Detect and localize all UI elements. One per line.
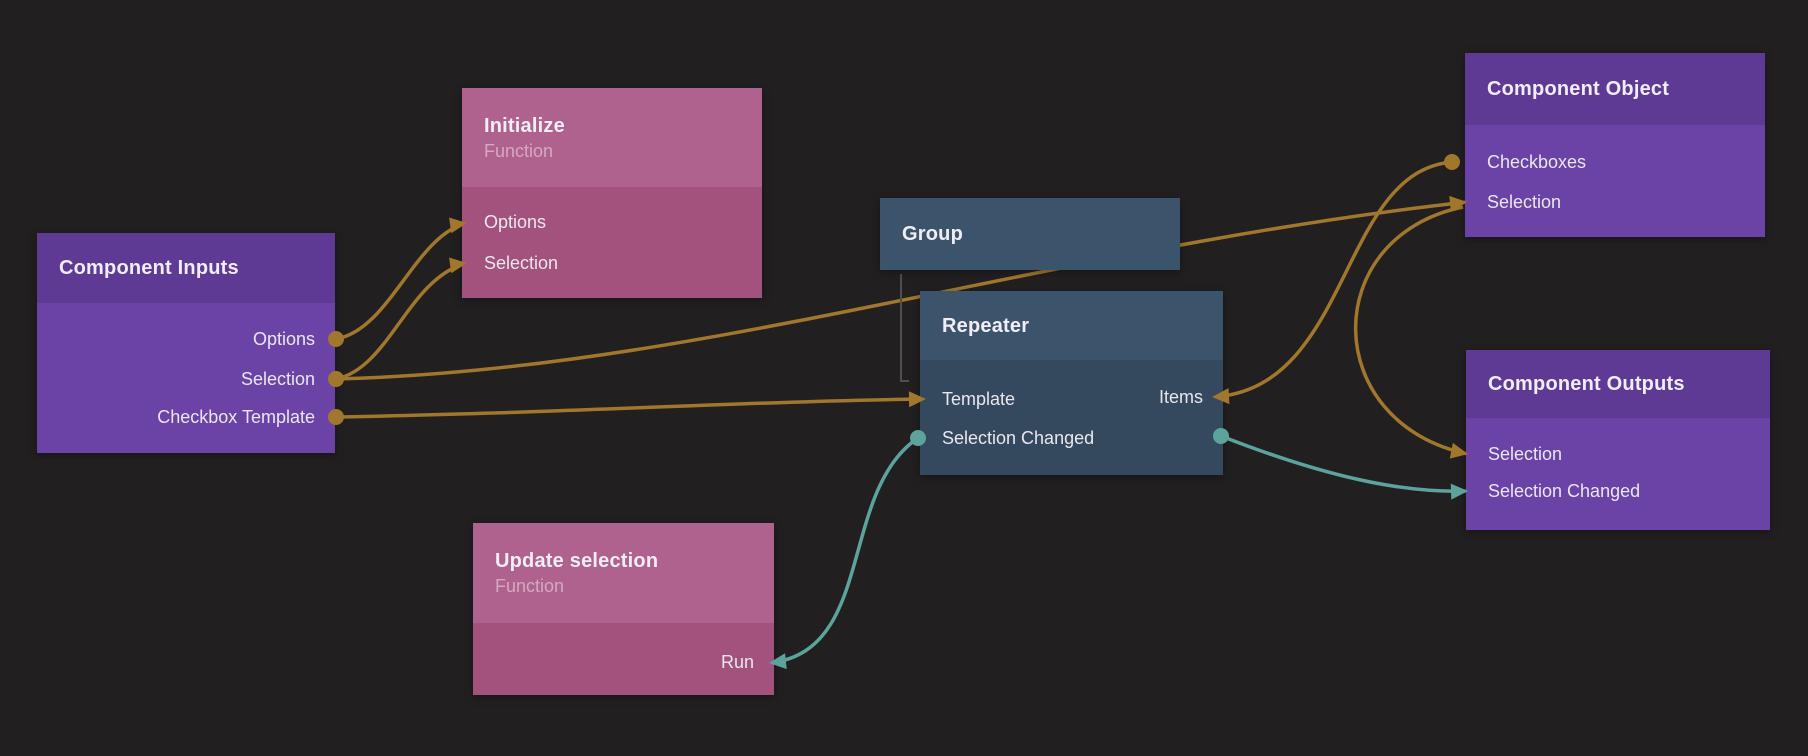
port-checkboxes[interactable]: Checkboxes	[1487, 148, 1586, 176]
port-selection[interactable]: Selection	[241, 365, 315, 393]
node-title: Repeater	[942, 314, 1030, 337]
node-initialize-function[interactable]: Initialize Function Options Selection	[462, 88, 762, 298]
node-header: Component Inputs	[37, 233, 335, 303]
port-label: Options	[252, 329, 315, 349]
port-label: Checkboxes	[1487, 152, 1587, 172]
node-header: Update selection Function	[473, 523, 774, 623]
wire-teal[interactable]	[768, 436, 919, 665]
port-template[interactable]: Template	[942, 385, 1015, 413]
node-body: Template Items Selection Changed	[920, 360, 1223, 475]
port-selection-changed[interactable]: Selection Changed	[942, 424, 1094, 452]
node-title: Initialize	[484, 114, 565, 137]
node-header: Group	[880, 198, 1180, 270]
port-selection[interactable]: Selection	[1487, 188, 1561, 216]
node-body: Options Selection Checkbox Template	[37, 303, 335, 453]
wire-gold[interactable]	[1211, 160, 1453, 399]
node-body: Checkboxes Selection	[1465, 125, 1765, 237]
port-label: Checkbox Template	[157, 407, 315, 427]
node-title: Component Inputs	[59, 257, 239, 279]
port-label: Run	[720, 652, 754, 672]
port-label: Selection	[484, 253, 559, 273]
port-selection[interactable]: Selection	[1488, 440, 1562, 468]
port-items[interactable]: Items	[1159, 383, 1203, 411]
node-title: Group	[902, 223, 963, 245]
port-label: Selection	[240, 369, 315, 389]
port-selection[interactable]: Selection	[484, 249, 558, 277]
port-selection-changed[interactable]: Selection Changed	[1488, 477, 1640, 505]
node-subtitle: Function	[495, 576, 565, 596]
port-label: Selection	[1487, 192, 1562, 212]
node-component-object[interactable]: Component Object Checkboxes Selection	[1465, 53, 1765, 237]
node-title: Component Object	[1487, 78, 1670, 100]
wire-gold[interactable]	[335, 397, 927, 419]
port-label: Selection	[1488, 444, 1563, 464]
node-header: Repeater	[920, 291, 1223, 360]
port-checkbox-template[interactable]: Checkbox Template	[157, 403, 315, 431]
node-header: Component Object	[1465, 53, 1765, 125]
port-label: Template	[942, 389, 1016, 409]
port-options[interactable]: Options	[484, 208, 546, 236]
node-component-inputs[interactable]: Component Inputs Options Selection Check…	[37, 233, 335, 453]
node-subtitle: Function	[484, 140, 554, 161]
node-title: Update selection	[495, 550, 659, 572]
port-run[interactable]: Run	[721, 648, 754, 676]
wire-teal[interactable]	[1220, 434, 1469, 493]
port-options[interactable]: Options	[253, 325, 315, 353]
port-label: Items	[1158, 387, 1203, 407]
port-label: Selection Changed	[1488, 481, 1641, 501]
node-title: Component Outputs	[1488, 373, 1685, 395]
port-label: Selection Changed	[942, 428, 1095, 448]
port-label: Options	[484, 212, 547, 232]
node-update-selection-function[interactable]: Update selection Function Run	[473, 523, 774, 695]
wire-gold[interactable]	[335, 261, 468, 381]
wire-gold[interactable]	[1353, 205, 1469, 456]
node-body: Selection Selection Changed	[1466, 418, 1770, 530]
node-header: Initialize Function	[462, 88, 762, 187]
node-group[interactable]: Group	[880, 198, 1180, 270]
node-body: Run	[473, 623, 774, 695]
node-repeater[interactable]: Repeater Template Items Selection Change…	[920, 291, 1223, 475]
wire-gold[interactable]	[335, 200, 1468, 381]
node-component-outputs[interactable]: Component Outputs Selection Selection Ch…	[1466, 350, 1770, 530]
hierarchy-line	[900, 274, 909, 382]
node-body: Options Selection	[462, 187, 762, 298]
node-header: Component Outputs	[1466, 350, 1770, 418]
